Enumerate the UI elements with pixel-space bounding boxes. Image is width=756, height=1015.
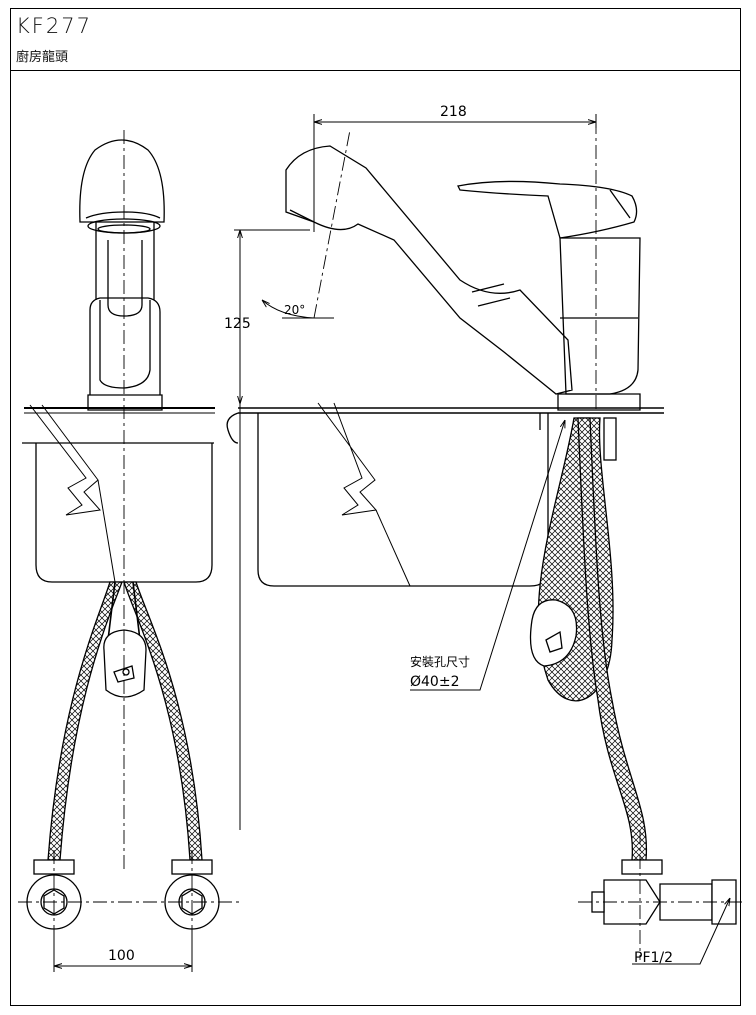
center-lines <box>18 120 746 960</box>
front-handle-edge <box>85 211 161 219</box>
side-weight-slot <box>545 630 563 653</box>
front-spout-neck <box>95 222 155 300</box>
side-handle-tip <box>609 189 631 219</box>
front-hose-left <box>47 581 123 861</box>
front-view <box>22 139 220 930</box>
front-spout-inner <box>107 240 143 317</box>
dimension-lines <box>53 114 730 972</box>
side-hose-clamp <box>603 417 617 461</box>
thread-leader <box>632 898 730 965</box>
side-nut <box>621 859 663 875</box>
side-view <box>226 145 737 925</box>
side-body <box>559 237 641 395</box>
spacing-dimension-value: 100 <box>108 948 135 964</box>
front-hose-right <box>123 581 203 861</box>
side-break-symbol <box>317 402 377 516</box>
product-name: 廚房龍頭 <box>16 50 69 65</box>
drawing-frame <box>10 8 741 1006</box>
mounting-hole-label: 安裝孔尺寸 <box>410 654 470 669</box>
pullout-axis <box>313 129 351 319</box>
side-spout-band <box>471 283 511 307</box>
front-break-symbol <box>29 404 101 516</box>
front-weight-hole <box>122 668 130 676</box>
front-base <box>87 394 163 411</box>
side-hose-weight <box>529 599 578 667</box>
side-break-line <box>375 509 411 587</box>
height-dimension-value: 125 <box>224 316 251 332</box>
mounting-hole-size: Ø40±2 <box>410 674 459 690</box>
side-spout <box>285 145 573 395</box>
front-break-line <box>97 479 116 583</box>
side-handle <box>457 180 638 239</box>
front-pullout-hose <box>107 581 141 641</box>
inlet-thread-label: PF1/2 <box>634 950 673 966</box>
title-block-divider <box>10 70 741 71</box>
front-handle <box>79 139 165 223</box>
reach-dimension-value: 218 <box>440 104 467 120</box>
front-weight-slot <box>113 665 135 683</box>
front-body-inner <box>99 300 151 389</box>
model-code: KF277 <box>16 14 92 38</box>
front-hose-weight <box>103 629 147 698</box>
side-counter-edge <box>226 412 239 444</box>
side-base <box>557 393 641 411</box>
mounting-hole-leader <box>410 420 565 691</box>
angle-value: 20° <box>284 303 305 317</box>
side-spout-nozzle <box>289 209 315 223</box>
side-sink-bowl <box>257 413 549 587</box>
side-counter-line <box>238 407 664 414</box>
